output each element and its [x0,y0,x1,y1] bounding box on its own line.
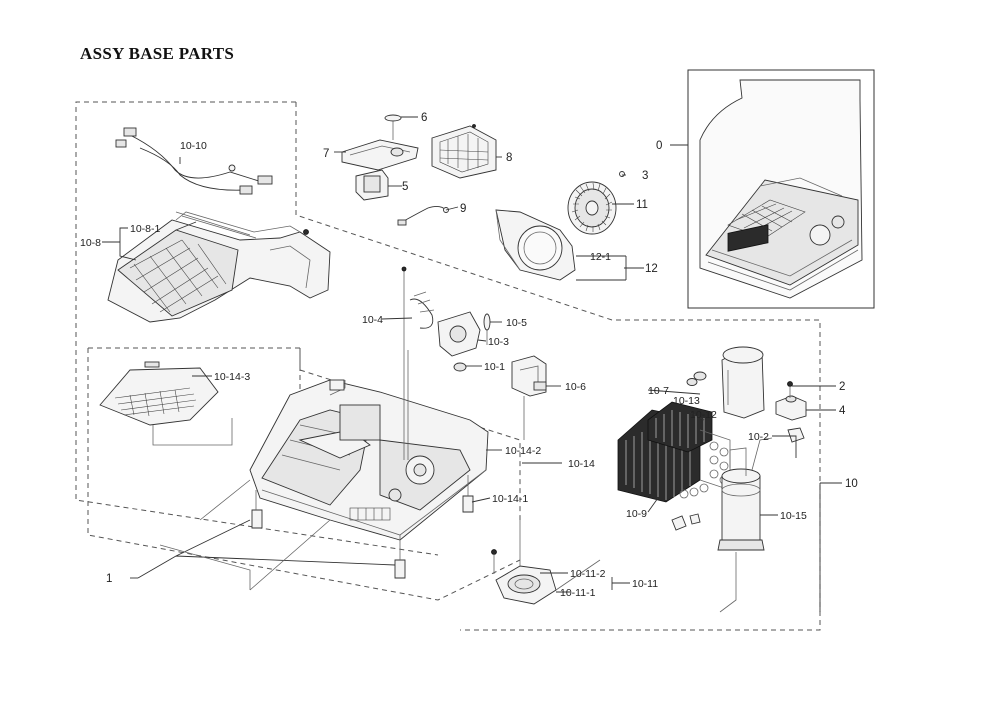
label-10-2: 10-2 [748,431,769,443]
label-10-14-3: 10-14-3 [214,371,250,383]
label-10-9: 10-9 [626,508,647,520]
label-10-7: 10-7 [648,385,669,397]
part-pcb-10-14-3 [99,361,233,446]
part-evaporator-housing-10-8 [107,211,331,323]
label-10-10: 10-10 [180,140,207,152]
label-12-1: 12-1 [590,251,611,263]
label-10-12: 10-12 [690,409,717,421]
label-10: 10 [845,478,858,490]
label-8: 8 [506,152,512,164]
label-10-13: 10-13 [673,395,700,407]
label-10-11-2: 10-11-2 [570,568,606,580]
label-10-8-1: 10-8-1 [130,223,161,235]
part-sensor-9 [397,205,449,226]
assembled-unit-inset [687,69,875,309]
label-10-8: 10-8 [80,237,101,249]
part-knob-6 [384,114,402,140]
part-condenser-10-7 [617,401,731,503]
part-bracket-10-6 [511,355,547,397]
label-3: 3 [642,170,648,182]
part-switch-5 [355,169,389,201]
label-10-6: 10-6 [565,381,586,393]
label-9: 9 [460,203,466,215]
label-5: 5 [402,181,408,193]
part-harness-10-10 [115,127,273,195]
label-1: 1 [106,573,112,585]
label-10-4: 10-4 [362,314,383,326]
label-6: 6 [421,112,427,124]
label-11: 11 [636,199,648,211]
label-10-11: 10-11 [632,578,658,590]
label-10-14: 10-14 [568,458,595,470]
label-10-3: 10-3 [488,336,509,348]
label-10-1: 10-1 [484,361,505,373]
label-10-14-1: 10-14-1 [492,493,528,505]
label-10-14-2: 10-14-2 [505,445,541,457]
label-10-11-1: 10-11-1 [560,587,596,599]
part-motor-group-10-3 [401,266,491,372]
part-panel-7 [341,139,419,171]
part-compressor-mount-10-11 [491,520,601,605]
label-10-15: 10-15 [780,510,807,522]
part-clip-10-2 [787,427,805,443]
diagram-title: ASSY BASE PARTS [80,44,235,63]
part-small-fittings [671,513,737,613]
label-7: 7 [323,148,329,160]
part-compressor-10-15 [717,437,773,551]
part-valve-4 [775,381,807,421]
part-accumulator [686,346,765,419]
label-10-5: 10-5 [506,317,527,329]
leader-lines [102,116,842,612]
part-labels: 0 1 2 3 4 5 6 7 8 9 10 10-1 10-2 10-3 10… [80,112,858,599]
part-fan-housing-12 [495,209,576,281]
label-4: 4 [839,405,846,417]
part-fan-wheel-11 [567,171,625,235]
label-12: 12 [645,263,658,275]
part-base-1 [137,350,525,591]
label-0: 0 [656,140,662,152]
part-filter-8 [431,124,497,179]
label-2: 2 [839,381,845,393]
